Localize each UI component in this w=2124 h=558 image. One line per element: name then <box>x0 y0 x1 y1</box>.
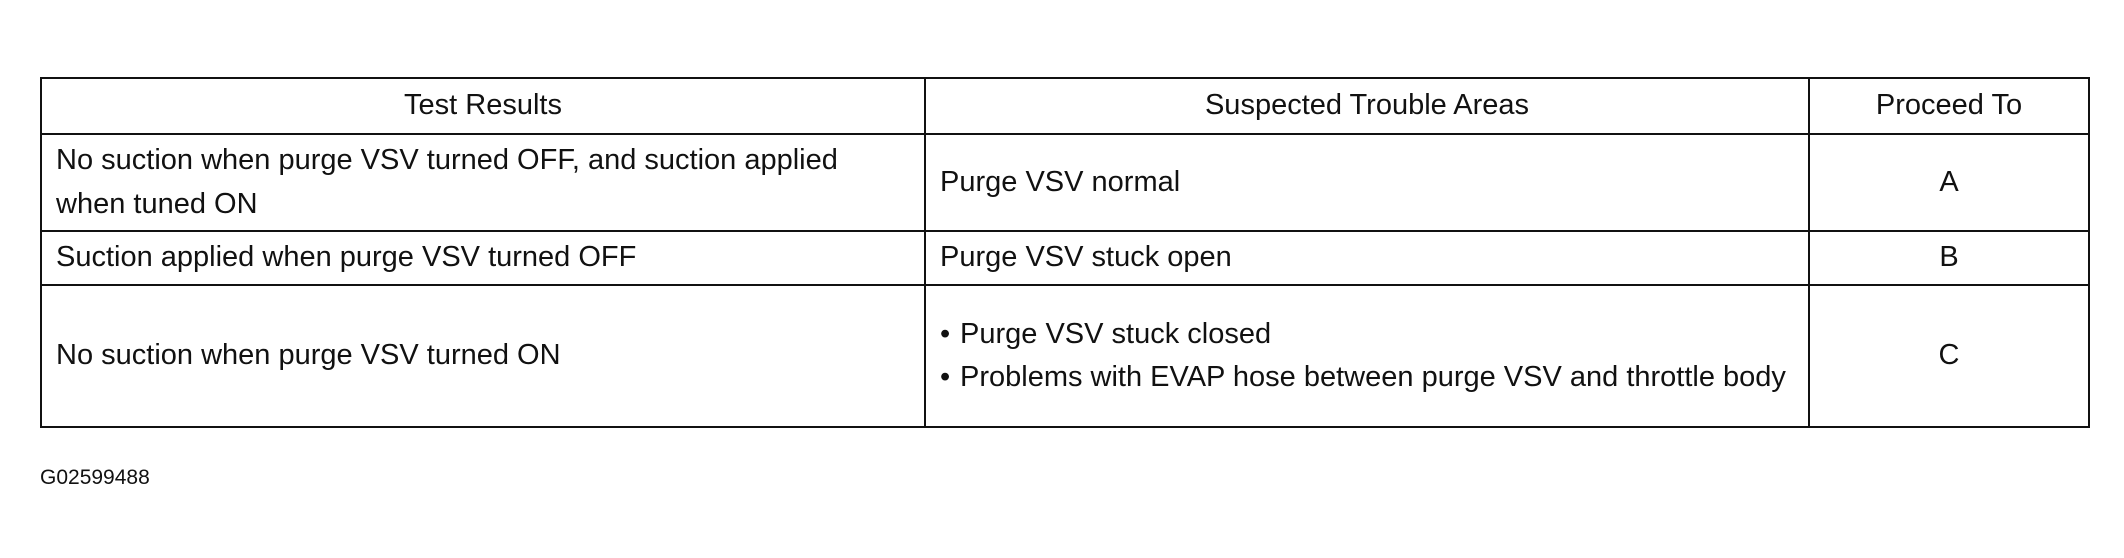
trouble-area-cell: Purge VSV normal <box>924 133 1810 232</box>
list-item-text: Purge VSV stuck closed <box>960 317 1272 350</box>
header-proceed-to: Proceed To <box>1808 77 2090 135</box>
list-item: • Purge VSV stuck closed <box>940 313 1794 357</box>
bullet-icon: • <box>940 317 951 350</box>
trouble-area-list: • Purge VSV stuck closed • Problems with… <box>940 313 1794 400</box>
list-item-text: Problems with EVAP hose between purge VS… <box>960 361 1786 393</box>
list-item: • Problems with EVAP hose between purge … <box>940 356 1794 400</box>
test-result-cell: No suction when purge VSV turned OFF, an… <box>40 133 926 232</box>
table-row: Suction applied when purge VSV turned OF… <box>40 230 2090 286</box>
trouble-area-cell: Purge VSV stuck open <box>924 230 1810 286</box>
header-suspected-trouble-areas: Suspected Trouble Areas <box>924 77 1810 135</box>
proceed-to-cell: B <box>1808 230 2090 286</box>
bullet-icon: • <box>940 361 951 393</box>
test-results-table: Test Results Suspected Trouble Areas Pro… <box>40 77 2090 428</box>
table-header-row: Test Results Suspected Trouble Areas Pro… <box>40 77 2090 135</box>
proceed-to-cell: C <box>1808 284 2090 428</box>
header-test-results: Test Results <box>40 77 926 135</box>
figure-id: G02599488 <box>40 466 150 489</box>
test-result-cell: No suction when purge VSV turned ON <box>40 284 926 428</box>
proceed-to-cell: A <box>1808 133 2090 232</box>
table-row: No suction when purge VSV turned ON • Pu… <box>40 284 2090 428</box>
test-result-cell: Suction applied when purge VSV turned OF… <box>40 230 926 286</box>
trouble-area-cell: • Purge VSV stuck closed • Problems with… <box>924 284 1810 428</box>
table-row: No suction when purge VSV turned OFF, an… <box>40 133 2090 232</box>
